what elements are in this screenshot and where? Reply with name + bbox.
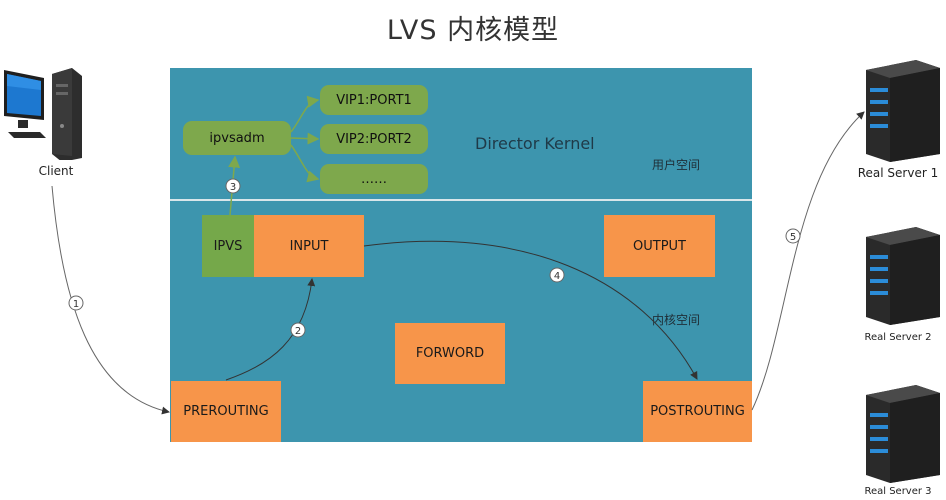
ipvsadm-to-vip1-arrow — [290, 95, 320, 133]
server-1-icon — [862, 58, 942, 162]
server-2-icon — [862, 225, 942, 325]
user-space-label: 用户空间 — [652, 158, 701, 172]
server-3-icon — [862, 383, 942, 483]
step-badge-3: 3 — [225, 178, 241, 194]
step-badge-2: 2 — [290, 322, 306, 338]
svg-text:2: 2 — [295, 326, 301, 337]
output-box: OUTPUT — [604, 215, 715, 277]
client-label: Client — [38, 164, 74, 178]
ipvs-box: IPVS — [202, 215, 254, 277]
svg-text:3: 3 — [230, 182, 236, 193]
prerouting-box: PREROUTING — [171, 381, 281, 442]
step-badge-1: 1 — [68, 295, 84, 311]
vip2-node: VIP2:PORT2 — [320, 124, 428, 154]
diagram-title: LVS 内核模型 — [386, 15, 560, 46]
postrouting-to-server1-arrow — [751, 111, 865, 411]
step-badge-5: 5 — [785, 228, 801, 244]
ipvsadm-node: ipvsadm — [183, 121, 291, 155]
client-to-prerouting-arrow — [51, 185, 170, 415]
postrouting-box: POSTROUTING — [643, 381, 752, 442]
step-badge-4: 4 — [549, 267, 565, 283]
user-kernel-divider — [170, 199, 752, 201]
ipvsadm-to-vip-more-arrow — [290, 144, 320, 183]
client-computer-icon — [0, 66, 86, 160]
svg-text:4: 4 — [554, 271, 560, 282]
server-3-label: Real Server 3 — [864, 486, 932, 497]
server-2-label: Real Server 2 — [864, 332, 932, 343]
prerouting-to-input-arrow — [225, 278, 316, 381]
director-kernel-label: Director Kernel — [475, 134, 595, 153]
ipvsadm-to-vip2-arrow — [290, 132, 320, 145]
vip-more-node: …… — [320, 164, 428, 194]
forword-box: FORWORD — [395, 323, 505, 384]
kernel-space-label: 内核空间 — [652, 313, 701, 327]
input-box: INPUT — [254, 215, 364, 277]
vip1-node: VIP1:PORT1 — [320, 85, 428, 115]
svg-text:5: 5 — [790, 232, 796, 243]
svg-text:1: 1 — [73, 299, 79, 310]
server-1-label: Real Server 1 — [857, 166, 939, 180]
input-to-postrouting-arrow — [363, 240, 698, 380]
